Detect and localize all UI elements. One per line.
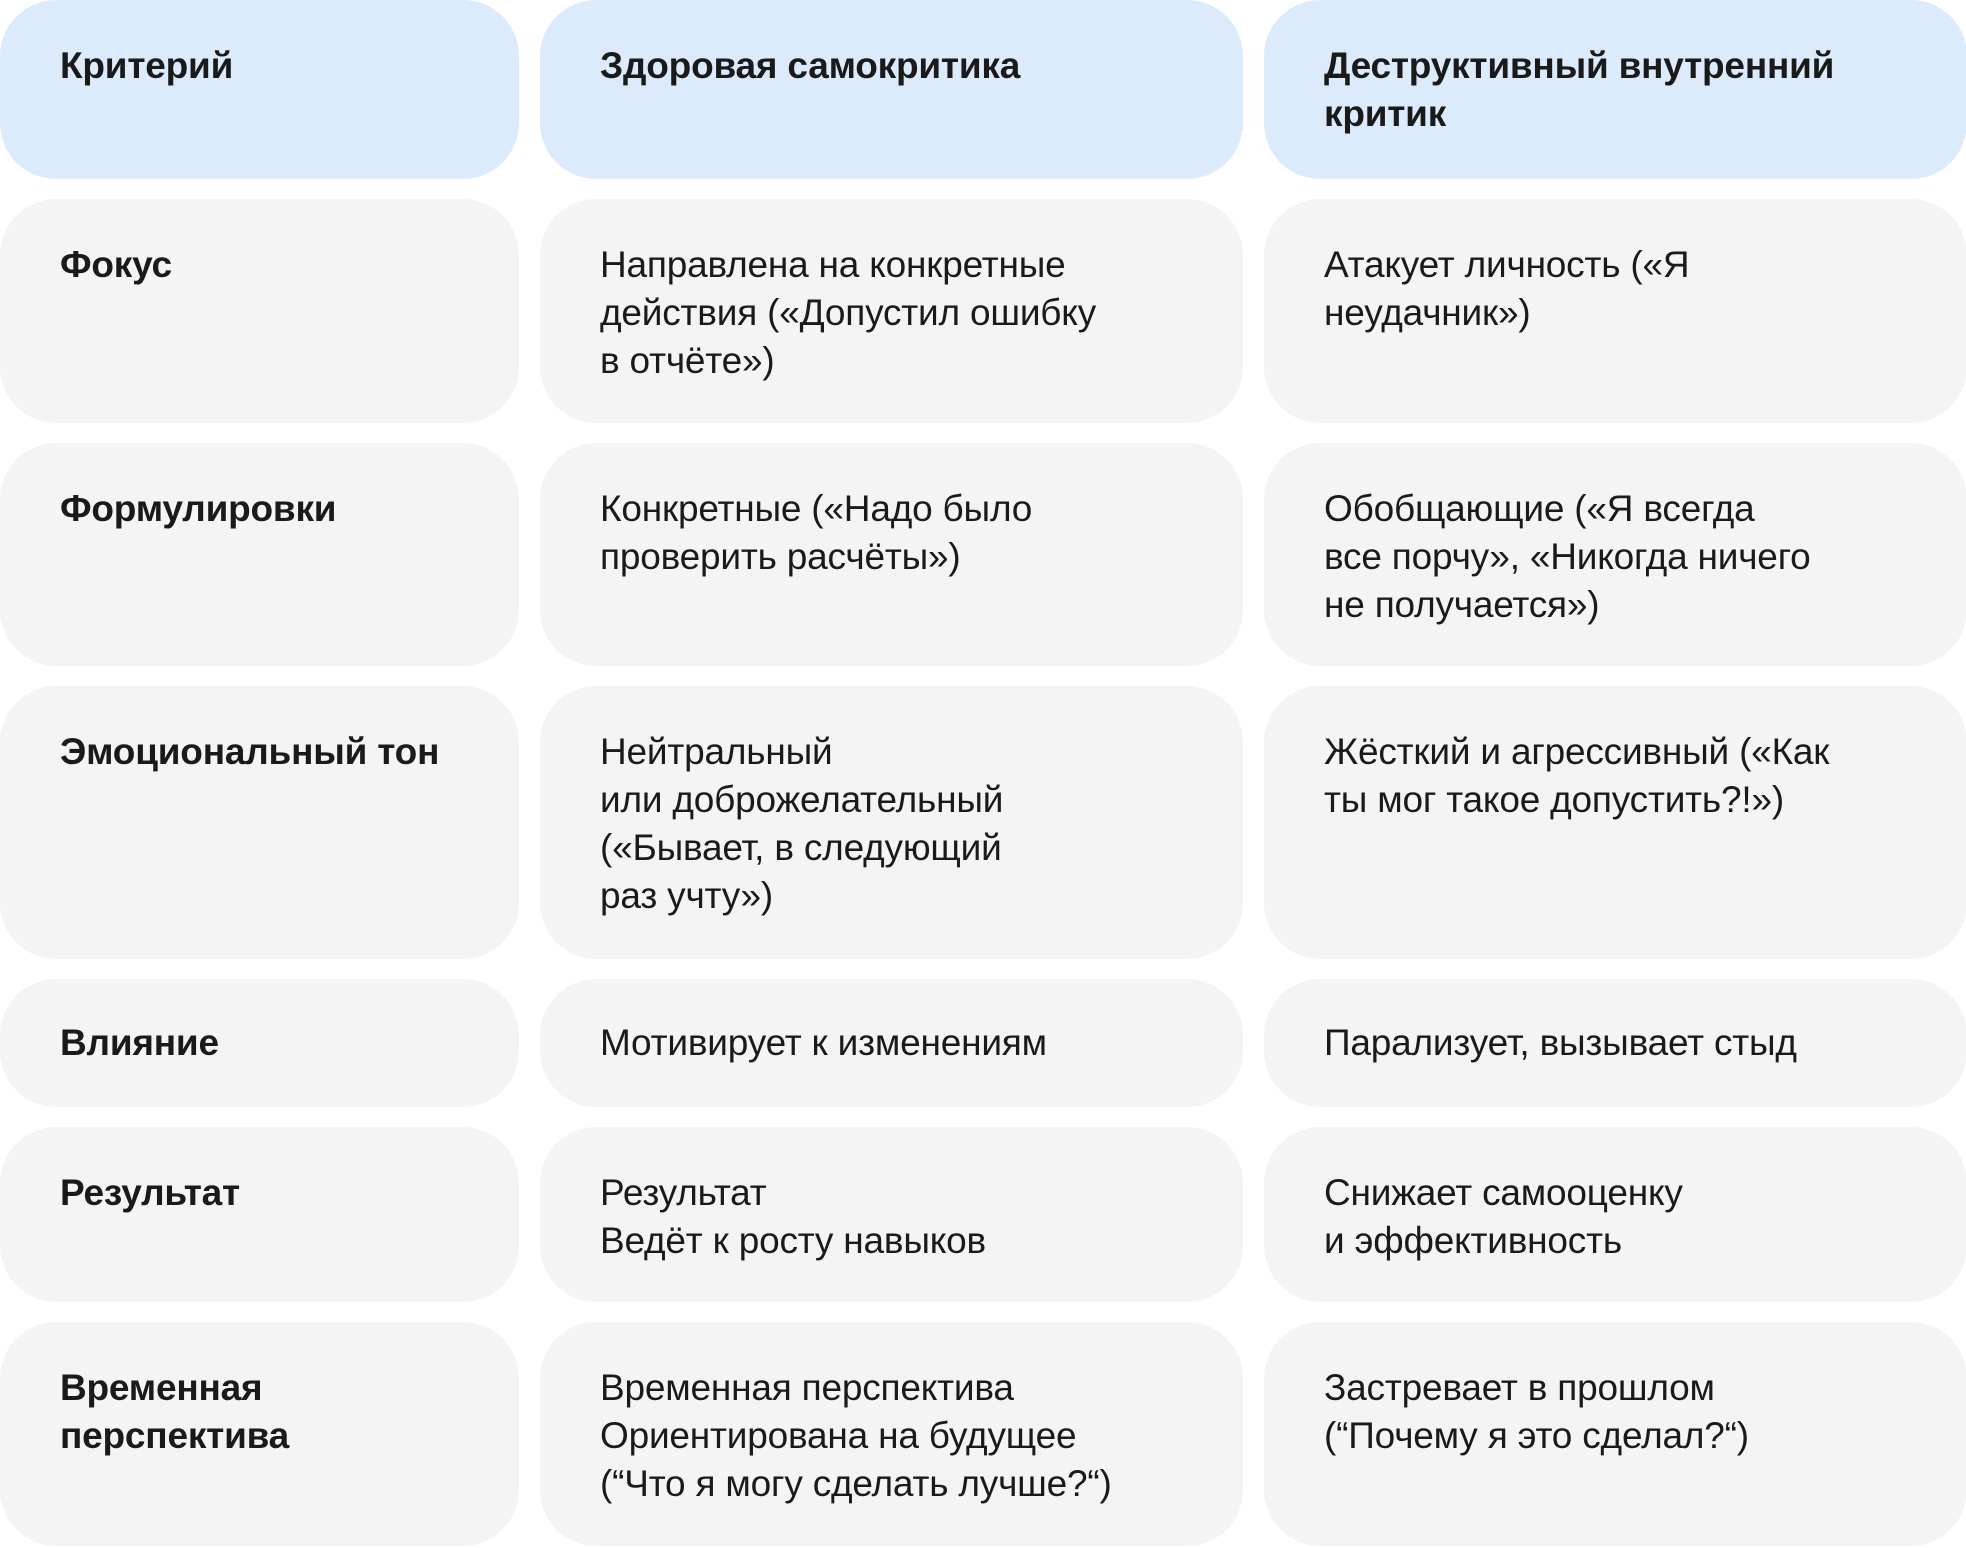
criterion-cell: Формулировки bbox=[0, 443, 519, 666]
header-criterion: Критерий bbox=[0, 0, 519, 179]
criterion-cell: Эмоциональный тон bbox=[0, 686, 519, 959]
header-healthy: Здоровая самокритика bbox=[540, 0, 1243, 179]
destructive-cell: Застревает в прошлом (“Почему я это сдел… bbox=[1264, 1322, 1966, 1546]
criterion-cell: Временная перспектива bbox=[0, 1322, 519, 1546]
criterion-cell: Влияние bbox=[0, 979, 519, 1107]
healthy-cell: Мотивирует к изменениям bbox=[540, 979, 1243, 1107]
healthy-cell: Нейтральный или доброжелательный («Бывае… bbox=[540, 686, 1243, 959]
healthy-cell: Временная перспектива Ориентирована на б… bbox=[540, 1322, 1243, 1546]
header-destructive: Деструктивный внутренний критик bbox=[1264, 0, 1966, 179]
destructive-cell: Обобщающие («Я всегда все порчу», «Никог… bbox=[1264, 443, 1966, 666]
destructive-cell: Парализует, вызывает стыд bbox=[1264, 979, 1966, 1107]
destructive-cell: Жёсткий и агрессивный («Как ты мог такое… bbox=[1264, 686, 1966, 959]
healthy-cell: Конкретные («Надо было проверить расчёты… bbox=[540, 443, 1243, 666]
destructive-cell: Снижает самооценку и эффективность bbox=[1264, 1127, 1966, 1302]
destructive-cell: Атакует личность («Я неудачник») bbox=[1264, 199, 1966, 423]
criterion-cell: Фокус bbox=[0, 199, 519, 423]
healthy-cell: Направлена на конкретные действия («Допу… bbox=[540, 199, 1243, 423]
criterion-cell: Результат bbox=[0, 1127, 519, 1302]
healthy-cell: Результат Ведёт к росту навыков bbox=[540, 1127, 1243, 1302]
